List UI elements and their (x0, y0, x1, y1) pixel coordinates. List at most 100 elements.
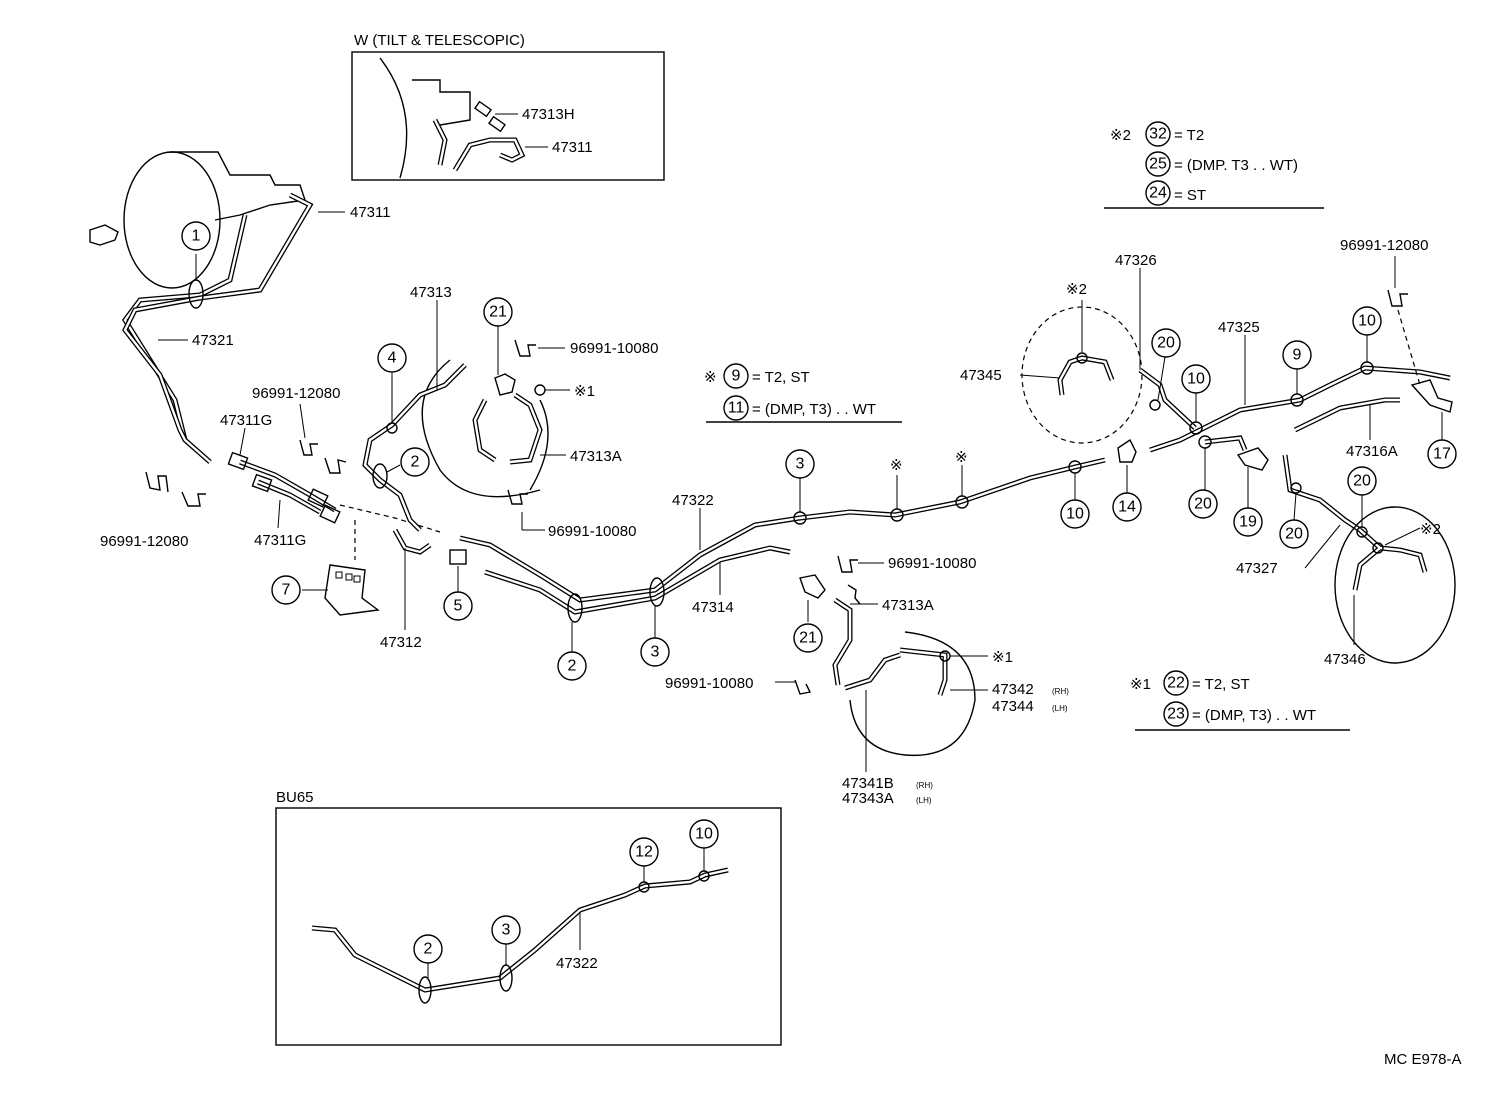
front-pipes: 1 47311 47321 (121, 192, 391, 464)
svg-text:(LH): (LH) (1052, 704, 1068, 713)
svg-text:10: 10 (1187, 371, 1205, 388)
tilt-inset-frame (351, 51, 665, 181)
bracket-17 (1410, 379, 1453, 413)
pipe-47321-b (122, 192, 314, 442)
callout-2a (400, 447, 430, 477)
bu65-part-47322: 47322 (556, 955, 598, 972)
tilt-joint (487, 115, 507, 133)
callout-10b (1181, 364, 1211, 394)
note-group-32-25-24: ※2 32 = T2 25 = (DMP. T3 . . WT) 24 = ST (1104, 121, 1324, 209)
svg-text:24: 24 (1149, 185, 1167, 202)
ref-mark-2-left: ※2 (1066, 281, 1087, 298)
part-47313A-b: 47313A (882, 597, 934, 614)
svg-text:17: 17 (1433, 446, 1451, 463)
front-left-disc-outline (421, 359, 541, 498)
part-96991-10080-a: 96991-10080 (570, 340, 658, 357)
svg-text:20: 20 (1285, 526, 1303, 543)
fitting-19 (1236, 447, 1269, 471)
callout-9 (1282, 340, 1312, 370)
part-47312: 47312 (380, 634, 422, 651)
clip-96991-12080-a2 (181, 491, 206, 507)
bracket-21b (799, 574, 826, 599)
part-96991-10080-b: 96991-10080 (548, 523, 636, 540)
svg-text:11: 11 (728, 400, 745, 417)
callout-10a (1060, 499, 1090, 529)
part-47311G-a: 47311G (220, 412, 272, 429)
bracket-7: 7 47312 5 (271, 528, 473, 651)
note-25: = (DMP. T3 . . WT) (1174, 157, 1298, 174)
bu65-inset: BU65 2 3 12 10 47322 (275, 789, 782, 1046)
tilt-part-47311: 47311 (552, 139, 593, 156)
svg-text:(LH): (LH) (916, 796, 932, 805)
bu65-inset-frame (275, 807, 782, 1046)
svg-text:9: 9 (732, 368, 741, 385)
note-22: = T2, ST (1192, 676, 1250, 693)
pipe-47314 (484, 545, 791, 615)
callout-7 (271, 575, 301, 605)
part-47346: 47346 (1324, 651, 1366, 668)
rear-brakes: ※2 47345 47326 20 14 10 47325 9 10 (960, 237, 1457, 668)
part-96991-12080-a: 96991-12080 (100, 533, 188, 550)
svg-text:32: 32 (1149, 126, 1167, 143)
svg-text:3: 3 (502, 922, 511, 939)
note-9: = T2, ST (752, 369, 810, 386)
svg-text:2: 2 (568, 658, 577, 675)
svg-text:20: 20 (1353, 473, 1371, 490)
svg-text:※1: ※1 (1130, 676, 1151, 693)
svg-text:19: 19 (1239, 514, 1257, 531)
svg-text:※: ※ (704, 369, 717, 386)
part-47313: 47313 (410, 284, 452, 301)
clamp-3a (649, 577, 665, 607)
star-mark-a: ※ (890, 457, 903, 474)
part-47311G-b: 47311G (254, 532, 306, 549)
bu65-callout-3 (491, 915, 521, 945)
svg-text:20: 20 (1194, 496, 1212, 513)
note-group-22-23: ※1 22 = T2, ST 23 = (DMP, T3) . . WT (1130, 670, 1350, 731)
callout-20a (1151, 328, 1181, 358)
figure-code: MC E978-A (1384, 1051, 1462, 1068)
svg-text:14: 14 (1118, 499, 1136, 516)
svg-text:(RH): (RH) (1052, 687, 1069, 696)
part-96991-12080-b: 96991-12080 (252, 385, 340, 402)
callout-2b (557, 651, 587, 681)
tilt-master-cylinder (412, 79, 471, 126)
callout-3b (785, 449, 815, 479)
part-47326: 47326 (1115, 252, 1157, 269)
svg-text:10: 10 (1066, 506, 1084, 523)
bu65-callout-2 (413, 934, 443, 964)
bu65-callout-12 (629, 837, 659, 867)
tilt-part-47313H: 47313H (522, 106, 575, 123)
rear-right-drum (1334, 506, 1456, 664)
clip-96991-12080-b1 (299, 439, 318, 456)
clip-96991-10080-b (507, 489, 528, 505)
svg-text:7: 7 (282, 582, 291, 599)
booster-body (123, 151, 221, 289)
part-47327: 47327 (1236, 560, 1278, 577)
note-11: = (DMP, T3) . . WT (752, 401, 876, 418)
callout-21a (483, 297, 513, 327)
caliper-bracket-21 (494, 373, 516, 396)
tilt-inset-title: W (TILT & TELESCOPIC) (354, 32, 525, 49)
svg-text:9: 9 (1293, 347, 1302, 364)
part-47341B: 47341B (842, 775, 894, 792)
part-47311: 47311 (350, 204, 391, 221)
part-47343A: 47343A (842, 790, 894, 807)
part-47345: 47345 (960, 367, 1002, 384)
callout-19 (1233, 507, 1263, 537)
part-47342: 47342 (992, 681, 1034, 698)
part-96991-10080-d: 96991-10080 (665, 675, 753, 692)
hose-47316A (1293, 397, 1400, 433)
clamp-2b (567, 593, 583, 623)
svg-text:3: 3 (651, 644, 660, 661)
tilt-booster-outline (379, 57, 408, 179)
callout-17 (1427, 439, 1457, 469)
callout-3a (640, 637, 670, 667)
part-47321: 47321 (192, 332, 234, 349)
ref-mark-2-right: ※2 (1420, 521, 1441, 538)
svg-text:5: 5 (454, 598, 463, 615)
hose-47311G: 47311G 47311G (220, 412, 441, 560)
fitting-14 (1117, 438, 1137, 463)
tilt-joint-47313H (473, 100, 493, 118)
